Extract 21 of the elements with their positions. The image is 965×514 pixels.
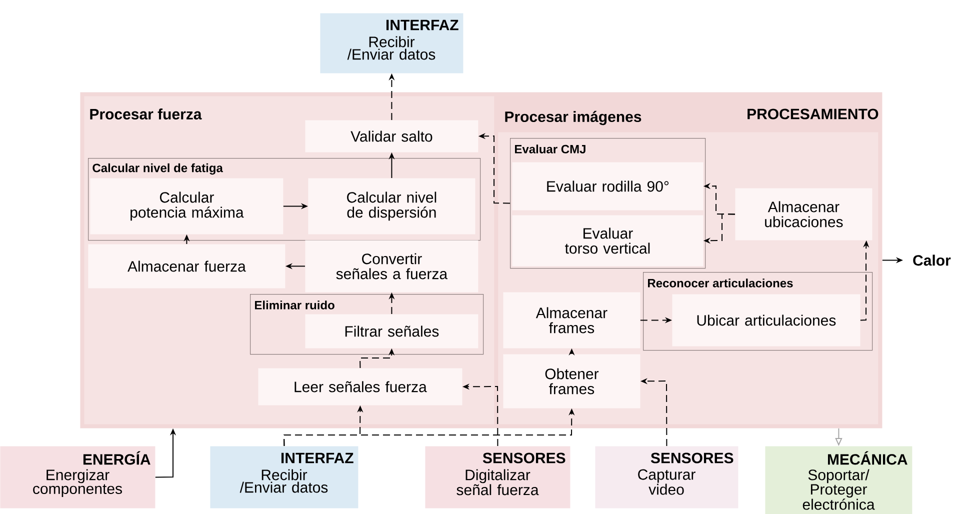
subsystem-box: SENSORES Capturar video xyxy=(595,446,738,508)
process-box: Calcular potencia máxima xyxy=(90,178,284,234)
process-box: Almacenar fuerza xyxy=(88,244,286,288)
process-box: Calcular nivel de dispersión xyxy=(308,178,476,234)
process-box: Almacenar frames xyxy=(503,292,640,348)
subsystem-box: SENSORES Digitalizar señal fuerza xyxy=(425,446,570,508)
process-box: Obtener frames xyxy=(503,354,640,408)
subsystem-box: MECÁNICA Soportar/ Proteger electrónica xyxy=(765,446,912,514)
subsystem-box: INTERFAZ Recibir /Enviar datos xyxy=(210,446,358,508)
process-box: Convertir señales a fuerza xyxy=(305,240,478,292)
process-box: Filtrar señales xyxy=(305,314,478,348)
process-box: Validar salto xyxy=(305,120,478,152)
output-label: Calor xyxy=(913,254,951,266)
process-box: Ubicar articulaciones xyxy=(672,294,860,346)
process-box: Evaluar torso vertical xyxy=(512,215,704,266)
process-box: Almacenar ubicaciones xyxy=(735,188,872,240)
subsystem-box: INTERFAZ Recibir /Enviar datos xyxy=(320,13,464,74)
process-box: Evaluar rodilla 90° xyxy=(512,162,704,210)
subsystem-box: ENERGÍA Energizar componentes xyxy=(0,446,156,508)
node-label: Procesar imágenes xyxy=(505,110,642,126)
process-box: Leer señales fuerza xyxy=(258,368,462,406)
